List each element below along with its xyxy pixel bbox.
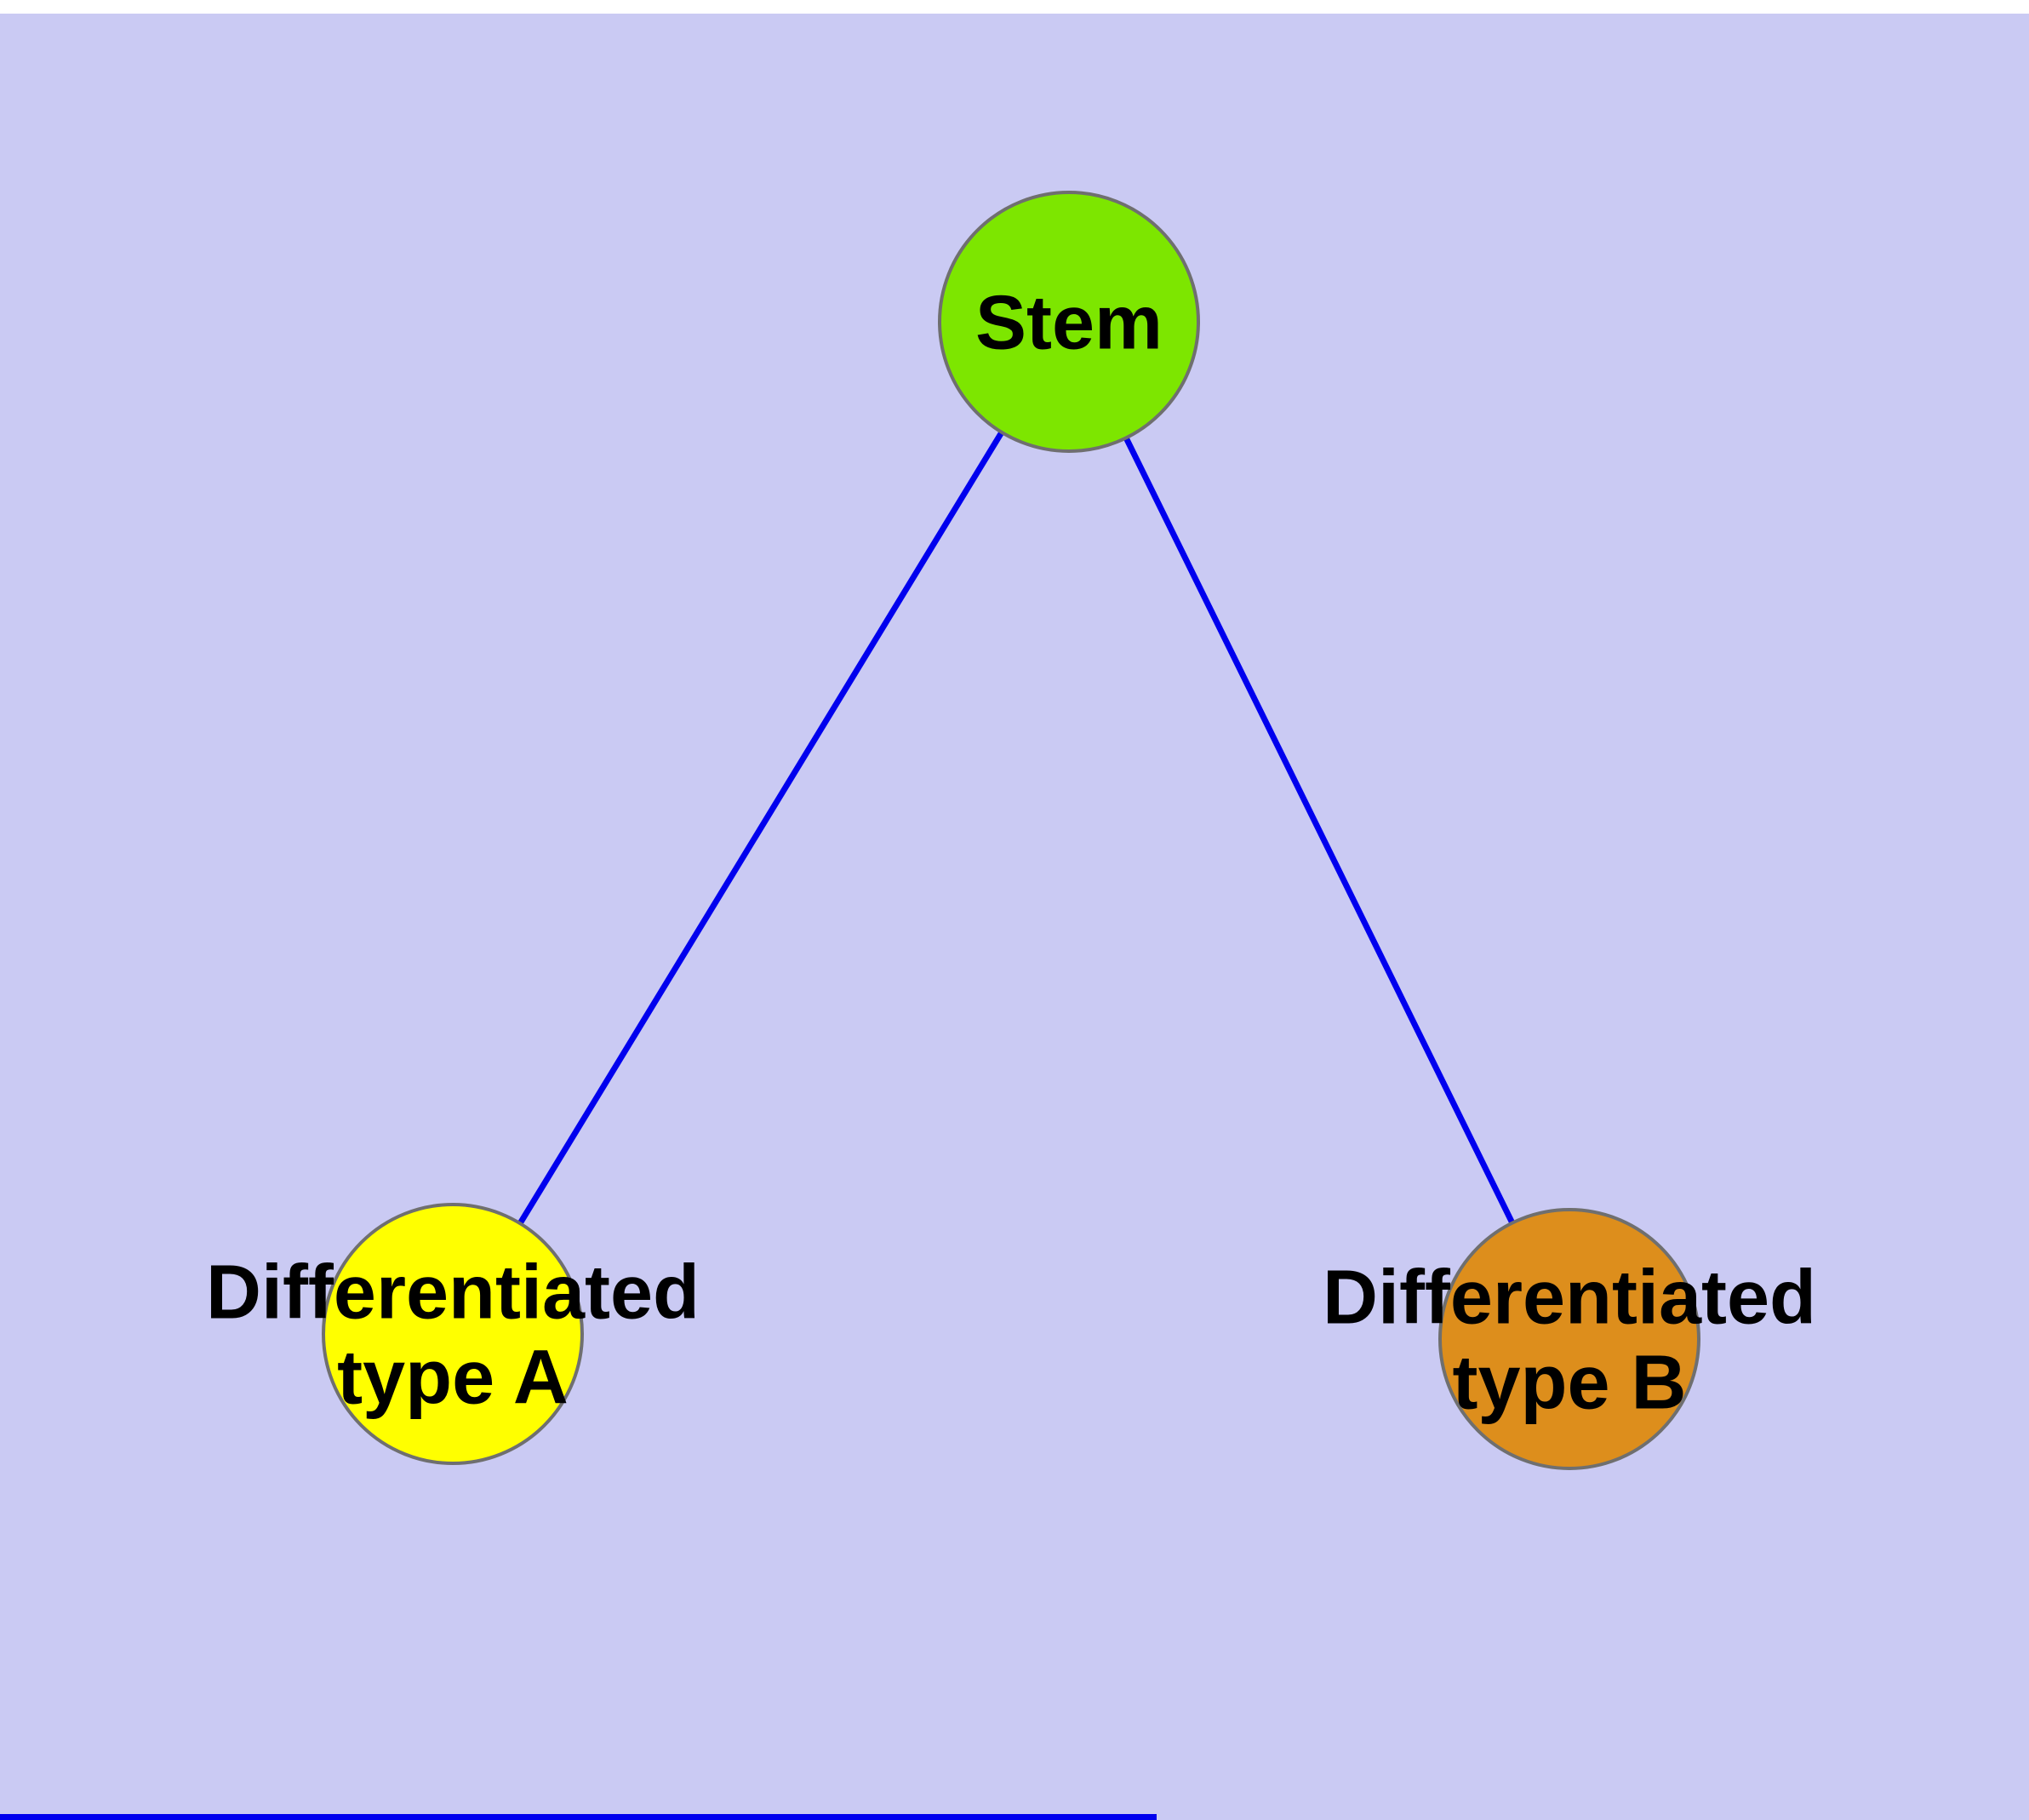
edge-stem-to-differentiated-type-b	[1066, 320, 1573, 1341]
top-margin	[0, 0, 2029, 14]
node-label-stem: Stem	[975, 281, 1163, 366]
node-circle-stem	[938, 191, 1200, 453]
node-circle-differentiated-type-b	[1438, 1208, 1700, 1470]
node-circle-differentiated-type-a	[322, 1203, 584, 1465]
bottom-edge-line	[0, 1814, 1157, 1820]
edge-stem-to-differentiated-type-a	[450, 320, 1072, 1336]
